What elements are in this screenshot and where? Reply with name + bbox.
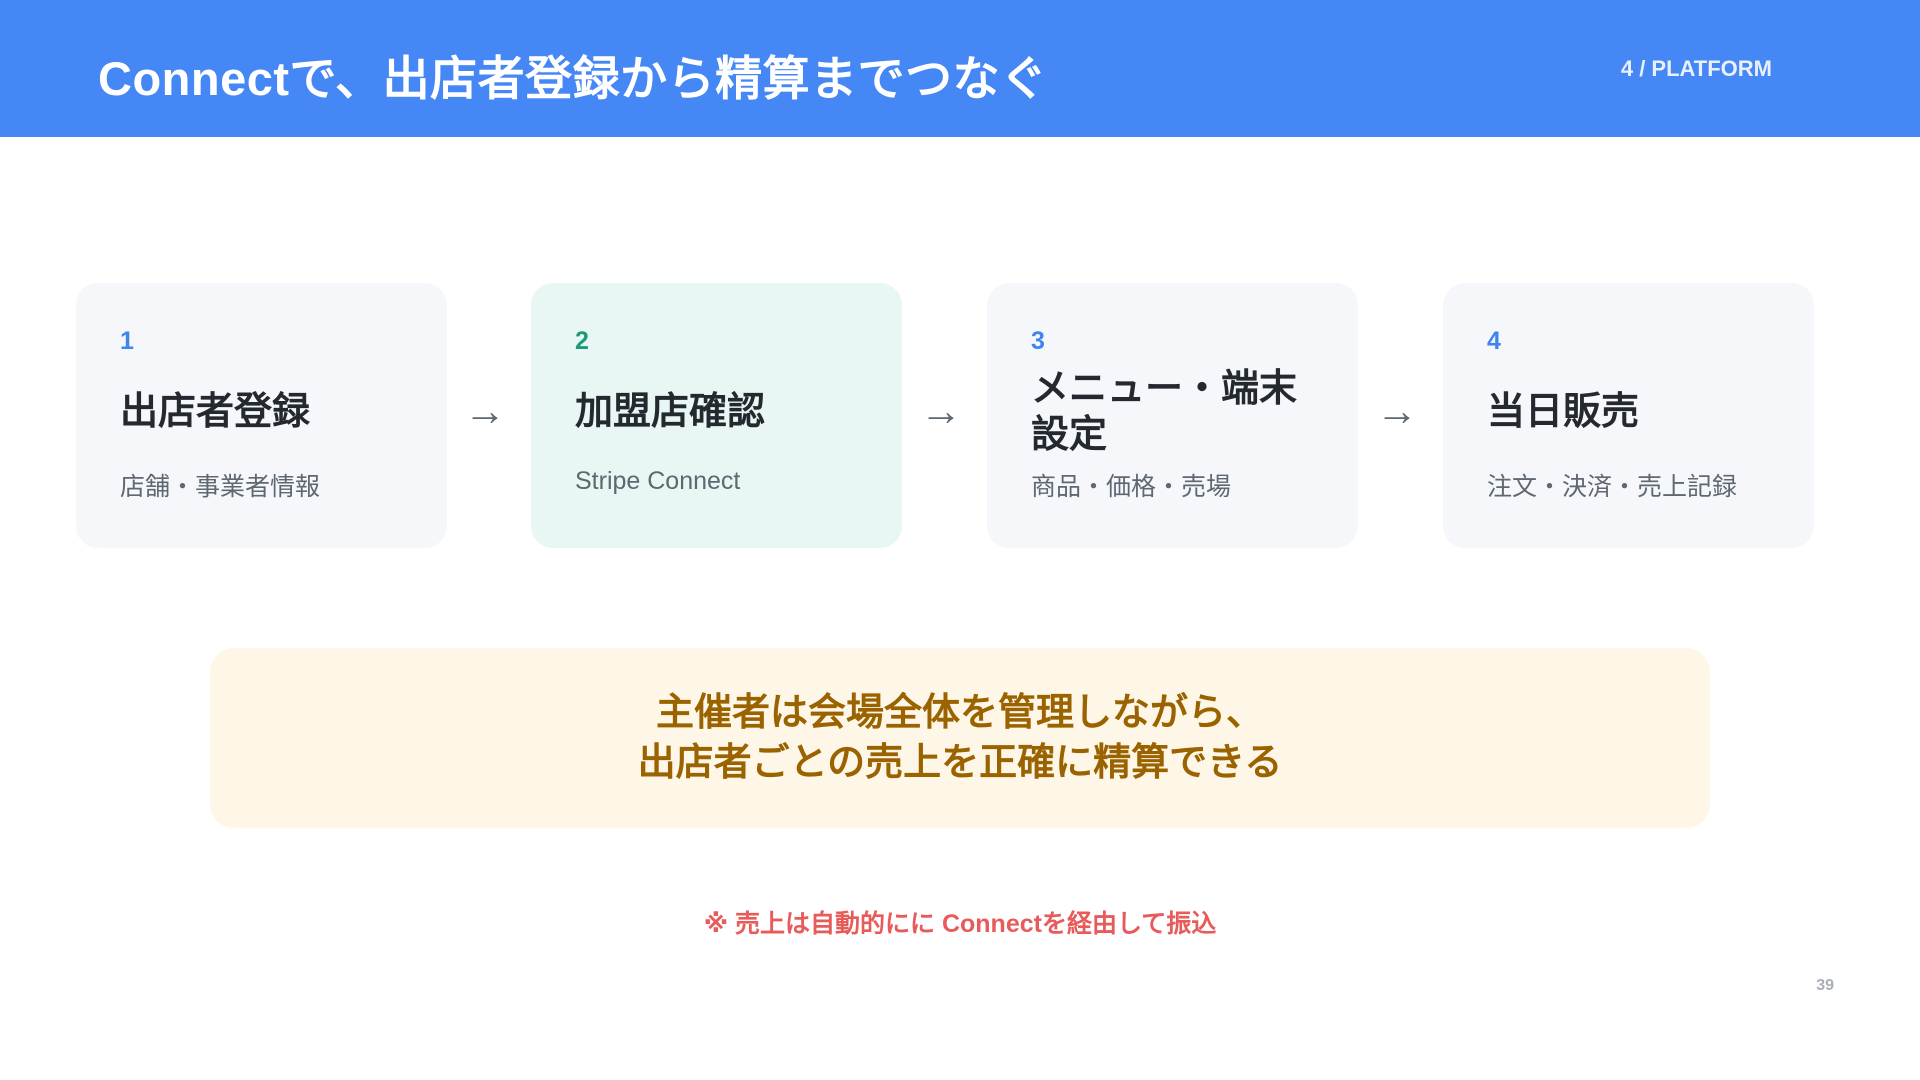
callout-line-1: 主催者は会場全体を管理しながら、 [655,692,1264,734]
callout-line-2: 出店者ごとの売上を正確に精算できる [637,742,1283,784]
step-number: 2 [575,327,589,355]
step-title: 加盟店確認 [575,391,766,433]
step-subtitle: 商品・価格・売場 [1031,473,1232,501]
step-subtitle: Stripe Connect [575,467,741,495]
step-title: 出店者登録 [120,391,311,433]
step-subtitle: 店舗・事業者情報 [120,473,321,501]
step-card-1: 1 出店者登録 店舗・事業者情報 [76,283,447,548]
arrow-icon: → [464,387,506,434]
arrow-icon: → [920,387,962,434]
step-number: 1 [120,327,134,355]
header-bar: Connectで、出店者登録から精算までつなぐ 4 / PLATFORM [0,0,1920,137]
page-title: Connectで、出店者登録から精算までつなぐ [98,52,1048,105]
step-title: 当日販売 [1487,391,1640,433]
step-subtitle: 注文・決済・売上記録 [1487,473,1738,501]
step-number: 4 [1487,327,1501,355]
summary-callout: 主催者は会場全体を管理しながら、 出店者ごとの売上を正確に精算できる [210,648,1710,828]
arrow-icon: → [1376,387,1418,434]
section-label: 4 / PLATFORM [1620,56,1772,81]
step-title: メニュー・端末設定 [1031,368,1298,456]
step-number: 3 [1031,327,1045,355]
callout-text: 主催者は会場全体を管理しながら、 出店者ごとの売上を正確に精算できる [638,688,1283,788]
footnote: ※ 売上は自動的にに Connectを経由して振込 [703,910,1217,938]
step-card-2: 2 加盟店確認 Stripe Connect [531,283,902,548]
step-card-4: 4 当日販売 注文・決済・売上記録 [1443,283,1814,548]
step-card-3: 3 メニュー・端末設定 商品・価格・売場 [987,283,1358,548]
page-number: 39 [1816,977,1834,994]
